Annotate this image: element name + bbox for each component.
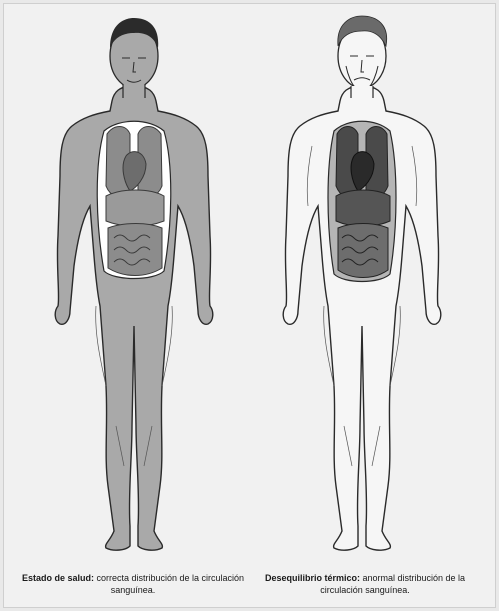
torso-organs	[328, 121, 396, 281]
head	[338, 16, 387, 98]
head	[110, 18, 158, 98]
healthy-body-figure	[14, 6, 254, 566]
caption-imbalance-title: Desequilibrio térmico:	[265, 573, 360, 583]
caption-health-text: correcta distribución de la circulación …	[94, 573, 244, 595]
imbalance-body-figure	[242, 6, 482, 566]
caption-health: Estado de salud: correcta distribución d…	[18, 572, 248, 596]
intestines	[338, 224, 388, 278]
torso-organs	[97, 121, 171, 278]
intestines	[108, 224, 162, 276]
liver-stomach	[106, 190, 164, 226]
caption-imbalance: Desequilibrio térmico: anormal distribuc…	[250, 572, 480, 596]
liver-stomach	[336, 190, 390, 226]
caption-health-title: Estado de salud:	[22, 573, 94, 583]
